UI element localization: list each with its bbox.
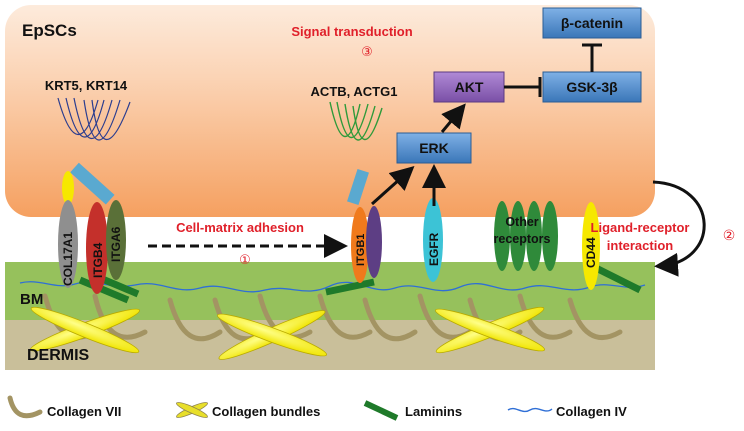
collagen-iv-icon [507,407,553,413]
cd44-label: CD44 [584,237,598,268]
other-receptors [494,201,558,271]
collagen-vii-icon [7,395,43,419]
cell-matrix-label: Cell-matrix adhesion [176,220,304,235]
signal-transduction-label: Signal transduction [291,24,412,39]
actin-linker [347,168,369,206]
keratin-linker [70,162,115,205]
collagen-bundle-icon [176,402,208,418]
bm-label: BM [20,291,43,308]
pathway-arrows [370,43,602,206]
krt-label: KRT5, KRT14 [45,78,128,93]
cell-matrix-number: ① [239,252,251,267]
col17a1-receptor [58,200,78,288]
akt-node: AKT [433,71,505,103]
gsk-node: GSK-3β [542,71,642,103]
itga6-label: ITGA6 [109,226,123,262]
gsk-label: GSK-3β [566,79,618,95]
legend-collagen-iv: Collagen IV [556,404,627,419]
akt-label: AKT [455,79,484,95]
other-receptors-label-1: Other [505,215,538,229]
egfr-label: EGFR [427,232,441,266]
legend-laminins: Laminins [405,404,462,419]
itgb1-partner [366,206,382,278]
laminin-icon [363,400,399,421]
erk-label: ERK [419,140,449,156]
ligand-receptor-label-1: Ligand-receptor [591,220,690,235]
itgb1-receptor [351,207,369,283]
legend-collagen-bundles: Collagen bundles [212,404,320,419]
laminins [78,264,642,304]
legend-collagen-vii: Collagen VII [47,404,121,419]
col17a1-label: COL17A1 [61,232,75,286]
dermis-label: DERMIS [27,347,90,364]
legend: Collagen VII Collagen bundles Laminins C… [7,395,627,421]
egfr-receptor [423,198,443,282]
other-receptors-label-2: receptors [494,232,551,246]
ligand-receptor-number: ② [723,227,736,243]
collagen-bundles [30,306,545,360]
epsc-cell-body [5,5,655,217]
itgb4-label: ITGB4 [91,242,105,278]
actin-filaments [329,101,383,141]
erk-node: ERK [396,132,472,164]
keratin-filaments [57,97,131,141]
itga6-receptor [106,200,126,280]
epsc-label: EpSCs [22,21,77,40]
itgb1-label: ITGB1 [355,234,367,266]
col17a1-head [62,171,74,205]
ligand-receptor-label-2: interaction [607,238,674,253]
cd44-receptor [582,202,600,290]
ligand-receptor-arrow [652,180,706,277]
itgb4-receptor [86,202,108,294]
bcatenin-label: β-catenin [561,15,623,31]
bcatenin-node: β-catenin [542,7,642,39]
signal-transduction-number: ③ [361,44,373,59]
actb-label: ACTB, ACTG1 [311,84,398,99]
